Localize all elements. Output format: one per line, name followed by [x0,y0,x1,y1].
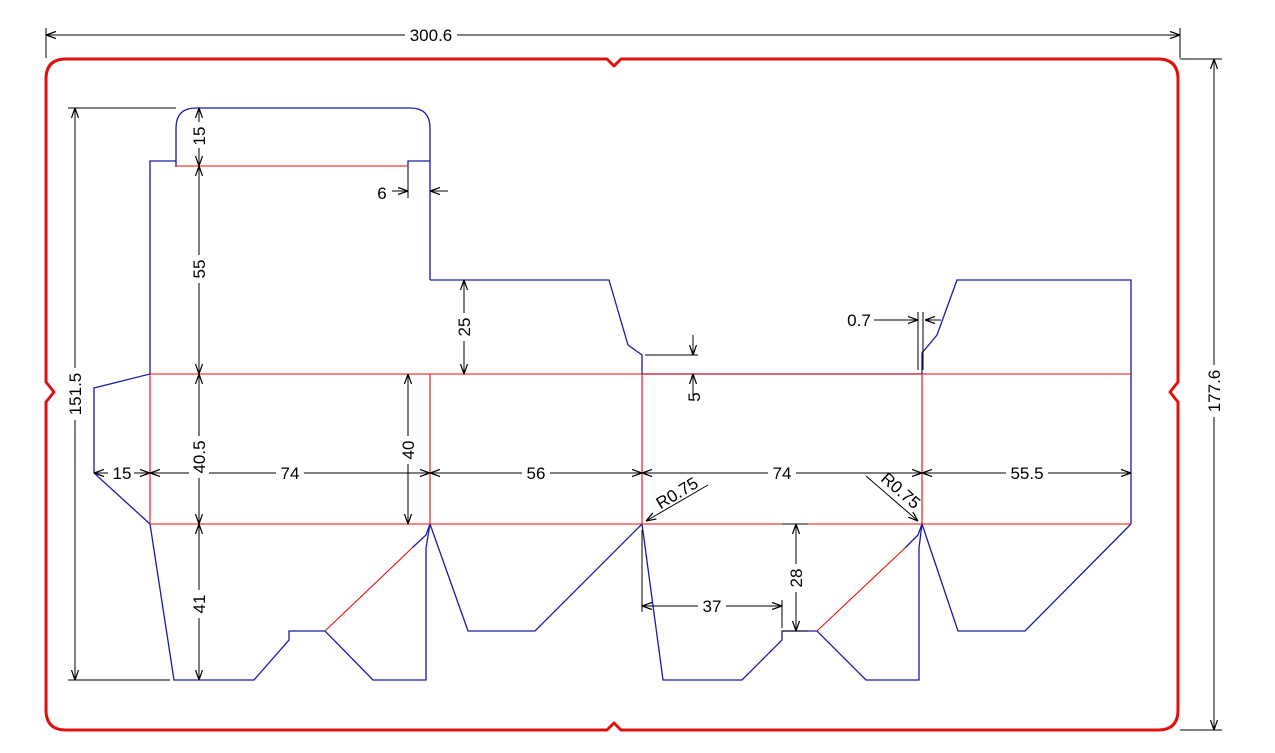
label-top-panel: 55 [190,260,209,279]
dim-leader-radius-right [865,475,918,521]
label-top-tuck: 15 [190,127,209,146]
bottom-panel-2-cut [429,523,643,632]
bottom-panel-1-cut [149,523,431,681]
dimension-lines [45,28,1222,731]
dim-leader-radius-left [646,484,709,521]
top-tuck-cut [149,107,431,374]
fold-lines [149,165,1131,632]
label-bottom-width: 37 [703,597,722,616]
label-overall-width: 300.6 [410,26,453,45]
dimension-labels: 300.6 177.6 151.5 15 55 40.5 41 6 25 5 0… [65,25,1224,618]
label-panel-2: 56 [527,464,546,483]
label-body-height: 40.5 [190,440,209,473]
label-flap-height: 151.5 [66,373,85,416]
label-panel-4: 55.5 [1010,464,1043,483]
bottom-diagonal-fold-1 [324,547,413,632]
label-bottom-height: 41 [190,595,209,614]
label-panel-3: 74 [773,464,792,483]
label-lock-gap: 6 [377,184,386,203]
dust-flap-right-cut [921,279,1132,374]
label-bottom-depth: 28 [787,569,806,588]
bottom-panel-3-lock [904,523,923,549]
bottom-diagonal-fold-2 [816,547,906,632]
label-inner-height: 40 [399,441,418,460]
label-tab-offset: 0.7 [847,311,871,330]
sheet-outline [44,57,1180,732]
label-glue-flap: 15 [113,464,132,483]
dust-flap-left-cut [430,279,643,374]
glue-flap-cut [93,373,151,525]
label-dust-flap: 25 [455,318,474,337]
label-notch: 5 [685,392,704,401]
bottom-panel-1-lock [411,523,431,549]
cut-lines [93,107,1132,681]
label-radius-left: R0.75 [653,473,702,513]
label-overall-height: 177.6 [1205,370,1224,413]
bottom-panel-4-cut [921,523,1132,632]
label-panel-1: 74 [281,464,300,483]
